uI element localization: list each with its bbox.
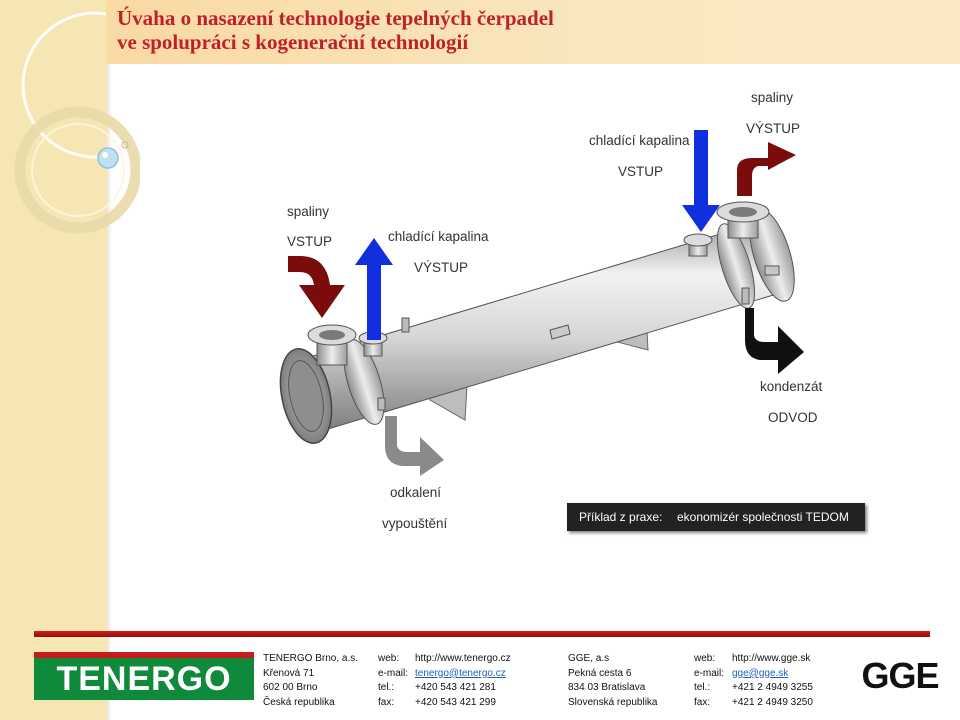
flue-gas-inlet-arrow [288, 256, 345, 318]
tenergo-country: Česká republika [263, 697, 335, 709]
tenergo-name: TENERGO Brno, a.s. [263, 653, 359, 664]
tenergo-fax: +420 543 421 299 [415, 697, 496, 709]
gge-web-link[interactable]: http://www.gge.sk [732, 653, 811, 664]
gge-tel: +421 2 4949 3255 [732, 682, 813, 694]
title-bar [106, 0, 960, 64]
tenergo-fax-label: fax: [378, 697, 395, 709]
label-vstup-chladici: VSTUP [618, 164, 664, 179]
tenergo-logo-text: TENERGO [56, 660, 231, 698]
gge-logo: GGE [861, 655, 939, 696]
gge-street: Pekná cesta 6 [568, 667, 632, 679]
gge-email-label: e-mail: [694, 667, 725, 679]
coolant-outlet-arrow [355, 238, 393, 340]
tenergo-web-link[interactable]: http://www.tenergo.cz [415, 653, 511, 664]
decorative-rings [14, 11, 140, 234]
label-vystup-chladici: VÝSTUP [414, 260, 469, 275]
label-spaliny-out: spaliny [751, 90, 794, 105]
gge-email-link[interactable]: gge@gge.sk [732, 667, 789, 679]
gge-contact-labels: web: e-mail: tel.: fax: [694, 652, 724, 711]
gge-tel-label: tel.: [694, 682, 711, 694]
example-caption: Příklad z praxe: ekonomizér společnosti … [567, 503, 865, 531]
footer-divider [34, 631, 930, 637]
label-odkaleni: odkalení [390, 485, 442, 500]
side-stripe-shadow [106, 0, 112, 720]
coolant-inlet-arrow [682, 130, 720, 232]
gge-address: GGE, a.s Pekná cesta 6 834 03 Bratislava… [568, 652, 658, 711]
label-kondenzat: kondenzát [760, 379, 823, 394]
tenergo-contact-values: http://www.tenergo.cz tenergo@tenergo.cz… [415, 652, 511, 711]
caption-text: ekonomizér společnosti TEDOM [677, 510, 849, 524]
tenergo-address: TENERGO Brno, a.s. Křenová 71 602 00 Brn… [263, 652, 358, 711]
gge-country: Slovenská republika [568, 697, 658, 709]
condensate-outlet-arrow [745, 308, 804, 374]
tenergo-tel-label: tel.: [378, 682, 395, 694]
tenergo-email-link[interactable]: tenergo@tenergo.cz [415, 667, 506, 679]
tenergo-street: Křenová 71 [263, 667, 315, 679]
tenergo-email-label: e-mail: [378, 667, 409, 679]
label-chladici-out: chladící kapalina [388, 229, 489, 244]
title-line-2: ve spolupráci s kogenerační technologií [117, 30, 469, 54]
gge-fax: +421 2 4949 3250 [732, 697, 813, 709]
label-chladici-in: chladící kapalina [589, 133, 690, 148]
caption-prefix: Příklad z praxe: [579, 510, 663, 524]
gge-logo-text: GGE [861, 655, 938, 696]
slide-title: Úvaha o nasazení technologie tepelných č… [117, 6, 717, 54]
gge-web-label: web: [694, 653, 716, 664]
tenergo-contact-labels: web: e-mail: tel.: fax: [378, 652, 408, 711]
label-vypousteni: vypouštění [382, 516, 448, 531]
gge-name: GGE, a.s [568, 653, 610, 664]
tenergo-city: 602 00 Brno [263, 682, 318, 694]
title-line-1: Úvaha o nasazení technologie tepelných č… [117, 6, 554, 30]
tenergo-web-label: web: [378, 653, 400, 664]
gge-contact-values: http://www.gge.sk gge@gge.sk +421 2 4949… [732, 652, 813, 711]
tenergo-logo: TENERGO [34, 652, 254, 700]
label-spaliny-in: spaliny [287, 204, 330, 219]
label-vystup-spaliny: VÝSTUP [746, 121, 801, 136]
label-vstup-spaliny: VSTUP [287, 234, 333, 249]
flue-gas-outlet-arrow [737, 142, 796, 196]
label-odvod: ODVOD [768, 410, 818, 425]
gge-fax-label: fax: [694, 697, 711, 709]
gge-city: 834 03 Bratislava [568, 682, 646, 694]
drain-outlet-arrow [385, 416, 444, 476]
tenergo-tel: +420 543 421 281 [415, 682, 496, 694]
